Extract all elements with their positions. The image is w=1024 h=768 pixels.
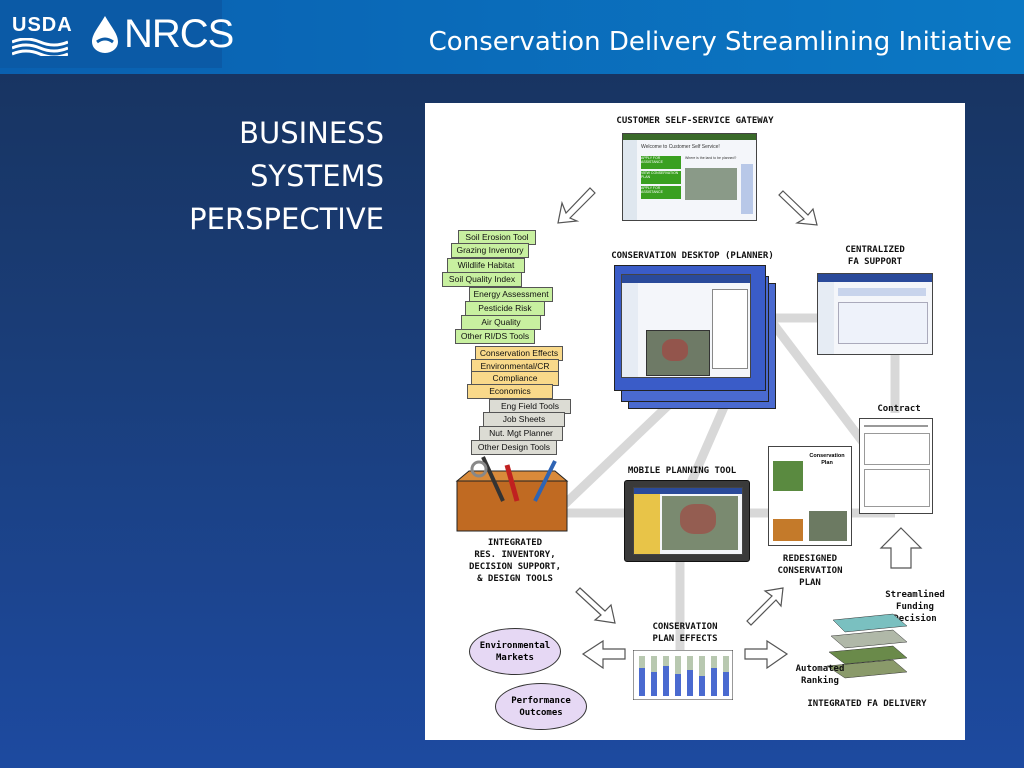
contract-document (859, 418, 933, 514)
gateway-welcome: Welcome to Customer Self Service! (641, 144, 720, 150)
perspective-line: SYSTEMS (250, 159, 384, 193)
perspective-line: BUSINESS (239, 116, 384, 150)
business-systems-diagram: CUSTOMER SELF-SERVICE GATEWAY Welcome to… (425, 103, 965, 740)
fa-support-screen (817, 273, 933, 355)
automated-line: Automated (795, 664, 845, 674)
tool-card: Soil Quality Index (442, 272, 522, 287)
mobile-screen (633, 487, 743, 555)
plan-effects-label: CONSERVATION PLAN EFFECTS (625, 621, 745, 645)
tool-card: Other Design Tools (471, 440, 557, 455)
integrated-line: RES. INVENTORY, (474, 550, 556, 560)
automated-ranking-label: Automated Ranking (785, 663, 855, 687)
streamlined-line: Decision (893, 614, 937, 624)
integrated-line: & DESIGN TOOLS (477, 574, 553, 584)
contract-label: Contract (877, 404, 921, 414)
nrcs-logo-text: NRCS (124, 12, 234, 56)
markets-line: Environmental (479, 640, 551, 651)
fa-delivery-label: INTEGRATED FA DELIVERY (807, 699, 927, 709)
perspective-heading: BUSINESS SYSTEMS PERSPECTIVE (189, 112, 384, 241)
usda-waves-icon (12, 38, 68, 56)
gateway-question: Where is the land to be planned? (685, 156, 737, 160)
integrated-tools-label: INTEGRATED RES. INVENTORY, DECISION SUPP… (445, 537, 585, 585)
markets-line: Markets (496, 652, 534, 663)
plan-effects-line: PLAN EFFECTS (652, 634, 718, 644)
usda-logo-text: USDA (12, 14, 73, 36)
conservation-plan-document: Conservation Plan (768, 446, 852, 546)
automated-line: Ranking (801, 676, 839, 686)
arrow-left (581, 639, 626, 670)
plan-effects-chart (633, 650, 733, 700)
plan-doc-title: Conservation Plan (805, 453, 849, 467)
tool-card: Wildlife Habitat (447, 258, 525, 273)
tool-card: Pesticide Risk (465, 301, 545, 316)
arrow-right (744, 639, 789, 670)
centralized-line: FA SUPPORT (847, 257, 903, 267)
toolbox-icon (455, 456, 569, 532)
outcomes-line: Outcomes (519, 707, 563, 718)
tool-card: Other RI/DS Tools (455, 329, 535, 344)
desktop-label: CONSERVATION DESKTOP (PLANNER) (611, 251, 774, 261)
water-drop-icon (92, 16, 118, 53)
redesigned-label: REDESIGNED CONSERVATION PLAN (755, 553, 865, 589)
tool-card: Air Quality (461, 315, 541, 330)
agency-logo: USDA NRCS (0, 0, 234, 68)
integrated-line: DECISION SUPPORT, (468, 562, 562, 572)
plan-doc-line: Conservation (809, 453, 845, 459)
mobile-label: MOBILE PLANNING TOOL (627, 466, 737, 476)
tool-card: Economics (467, 384, 553, 399)
integrated-line: INTEGRATED (487, 538, 543, 548)
outcomes-line: Performance (511, 695, 571, 706)
plan-doc-line: Plan (821, 460, 833, 466)
arrow-gateway-left (557, 187, 596, 224)
gateway-button: APPLY FOR ASSISTANCE (641, 186, 681, 199)
tool-card: Nut. Mgt Planner (479, 426, 563, 441)
desktop-stack-front (614, 265, 766, 391)
gateway-label: CUSTOMER SELF-SERVICE GATEWAY (616, 116, 774, 126)
tool-card: Job Sheets (483, 412, 565, 427)
tool-card: Grazing Inventory (451, 243, 529, 258)
redesigned-line: CONSERVATION (777, 566, 843, 576)
arrow-up (879, 527, 923, 569)
plan-effects-line: CONSERVATION (652, 622, 718, 632)
streamlined-label: Streamlined Funding Decision (875, 589, 955, 625)
streamlined-line: Streamlined (885, 590, 945, 600)
arrow-gateway-right (778, 190, 818, 226)
gateway-screen: Welcome to Customer Self Service! APPLY … (622, 133, 757, 221)
gateway-button: VIEW CONSERVATION PLAN (641, 171, 681, 184)
redesigned-line: REDESIGNED (782, 554, 838, 564)
streamlined-line: Funding (896, 602, 934, 612)
perspective-line: PERSPECTIVE (189, 202, 384, 236)
centralized-line: CENTRALIZED (845, 245, 905, 255)
banner-title: Conservation Delivery Streamlining Initi… (428, 27, 1012, 57)
tool-card: Energy Assessment (469, 287, 553, 302)
desktop-screen (621, 274, 751, 378)
arrow-down-right (575, 587, 616, 624)
redesigned-line: PLAN (799, 578, 821, 588)
gateway-button: APPLY FOR ASSISTANCE (641, 156, 681, 169)
centralized-label: CENTRALIZED FA SUPPORT (820, 244, 930, 268)
gis-layers-icon (826, 613, 908, 679)
header-banner: USDA NRCS Conservation Delivery Streamli… (0, 0, 1024, 74)
mobile-device (624, 480, 750, 562)
arrow-up-right (746, 587, 784, 626)
